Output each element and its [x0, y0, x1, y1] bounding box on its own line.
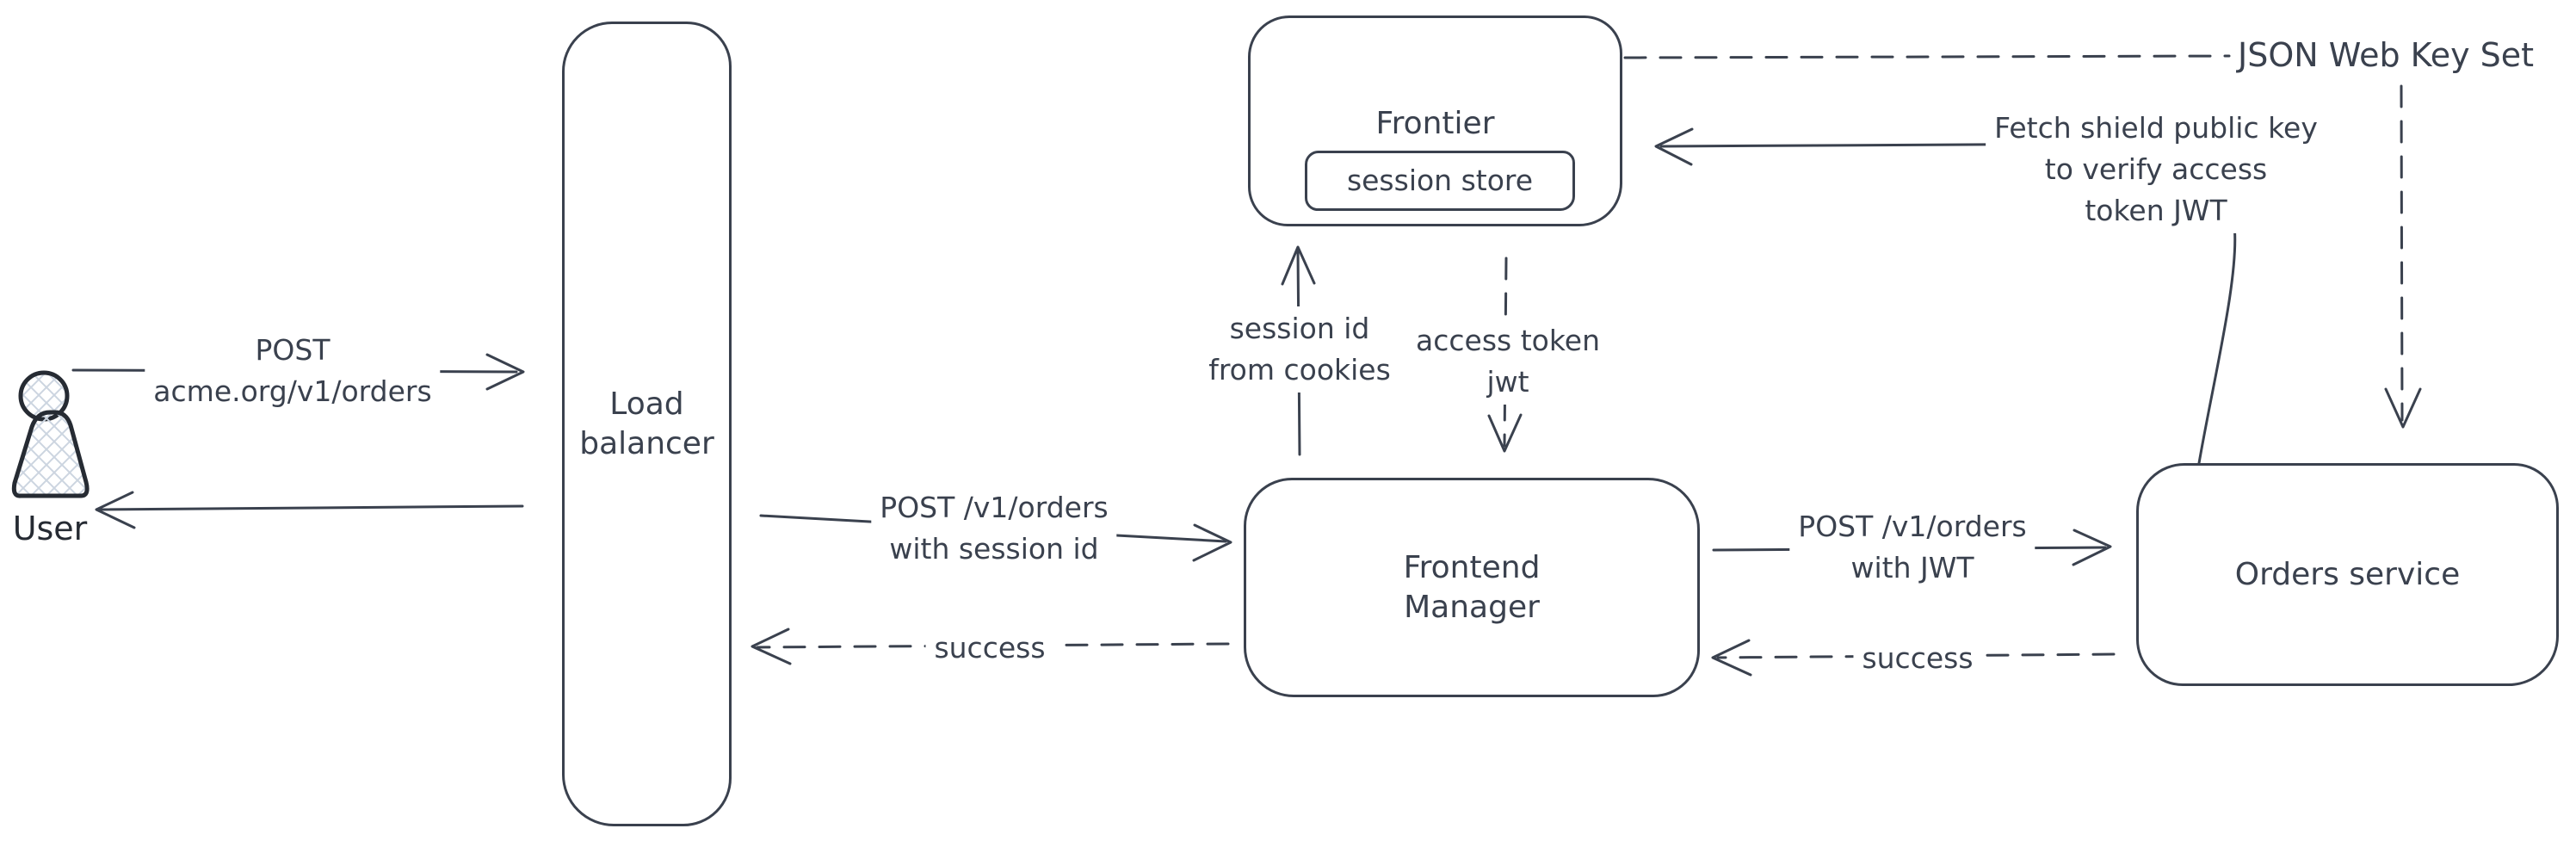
arrowhead-left-icon	[1711, 639, 1752, 677]
user-body-icon	[11, 410, 90, 498]
arrowhead-up-icon	[1281, 245, 1316, 286]
edge-label-json-web-key-set: JSON Web Key Set	[2238, 33, 2535, 77]
session-store-label: session store	[1346, 164, 1534, 197]
frontier-label: Frontier	[1375, 106, 1495, 141]
edge-frontier-to-frontend-manager	[1503, 257, 1508, 448]
user-node-label: User	[12, 510, 88, 547]
edge-label-success-to-frontend-manager: success	[1853, 636, 1982, 681]
user-icon	[11, 370, 90, 498]
arrowhead-right-icon	[2072, 529, 2112, 566]
edge-label-fetch-shield-public-key: Fetch shield public key to verify access…	[1986, 106, 2326, 233]
edge-label-post-orders-session-id: POST /v1/orders with session id	[871, 485, 1117, 572]
arrowhead-down-icon	[2384, 387, 2422, 429]
arrowhead-left-icon	[95, 491, 136, 529]
arrowhead-left-icon	[751, 628, 792, 665]
frontend-manager-label: Frontend Manager	[1403, 549, 1541, 625]
arrowhead-right-icon	[485, 353, 525, 391]
edge-frontier-to-jwks	[1623, 54, 2231, 59]
edge-label-session-id-from-cookies: session id from cookies	[1200, 306, 1399, 393]
node-frontend-manager: Frontend Manager	[1244, 478, 1700, 697]
node-load-balancer: Load balancer	[562, 22, 732, 826]
node-session-store: session store	[1305, 151, 1575, 211]
edge-load-balancer-to-user	[98, 504, 524, 511]
edge-label-access-token-jwt: access token jwt	[1407, 318, 1609, 405]
edge-label-post-orders-with-jwt: POST /v1/orders with JWT	[1789, 504, 2035, 590]
node-frontier: Frontier session store	[1248, 15, 1622, 226]
edge-label-success-to-load-balancer: success	[925, 626, 1054, 671]
arrowhead-right-icon	[1192, 523, 1232, 562]
edge-frontend-manager-to-load-balancer	[756, 642, 1230, 649]
edge-label-post-acme-orders: POST acme.org/v1/orders	[145, 328, 441, 414]
orders-service-label: Orders service	[2234, 556, 2461, 592]
arrowhead-left-icon	[1654, 127, 1694, 166]
edge-jwks-to-orders-service	[2400, 84, 2404, 422]
node-orders-service: Orders service	[2136, 463, 2559, 686]
load-balancer-label: Load balancer	[579, 386, 714, 461]
arrowhead-down-icon	[1487, 413, 1523, 453]
